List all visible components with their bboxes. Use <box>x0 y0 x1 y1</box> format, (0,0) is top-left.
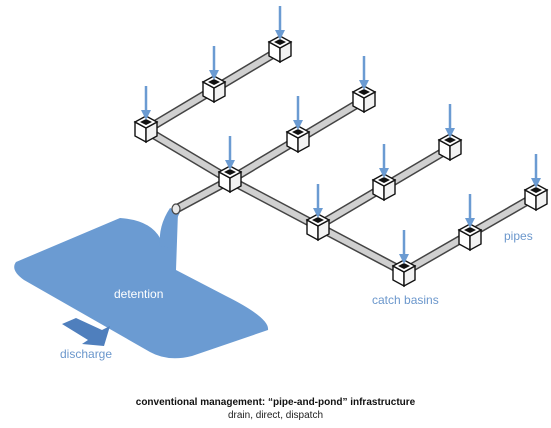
rain-arrow <box>141 86 151 120</box>
rain-arrow <box>225 136 235 170</box>
catch-basin <box>267 35 293 64</box>
detention-pond <box>14 212 269 359</box>
rain-arrow <box>275 6 285 40</box>
rainfall-arrows <box>141 6 541 264</box>
rain-arrow <box>445 104 455 138</box>
rain-arrow <box>531 154 541 188</box>
catch-basin <box>391 259 417 288</box>
discharge-arrow <box>62 318 110 346</box>
catch-basins-label: catch basins <box>372 293 439 307</box>
catch-basin <box>457 223 483 252</box>
caption-title: conventional management: “pipe-and-pond”… <box>135 397 416 408</box>
pipes-label: pipes <box>504 229 533 243</box>
catch-basin <box>133 115 159 144</box>
detention-label: detention <box>114 287 163 301</box>
outflow-stream <box>159 208 180 248</box>
catch-basin <box>217 165 243 194</box>
catch-basin <box>371 173 397 202</box>
rain-arrow <box>399 230 409 264</box>
catch-basin <box>305 213 331 242</box>
rain-arrow <box>293 96 303 130</box>
catch-basin <box>437 133 463 162</box>
rain-arrow <box>465 194 475 228</box>
catch-basin <box>523 183 549 212</box>
rain-arrow <box>359 56 369 90</box>
rain-arrow <box>313 184 323 218</box>
catch-basin <box>285 125 311 154</box>
discharge-label: discharge <box>60 347 112 361</box>
rain-arrow <box>379 144 389 178</box>
catch-basins <box>133 35 549 288</box>
catch-basin <box>351 85 377 114</box>
catch-basin <box>201 75 227 104</box>
rain-arrow <box>209 46 219 80</box>
caption-subtitle: drain, direct, dispatch <box>227 410 324 421</box>
